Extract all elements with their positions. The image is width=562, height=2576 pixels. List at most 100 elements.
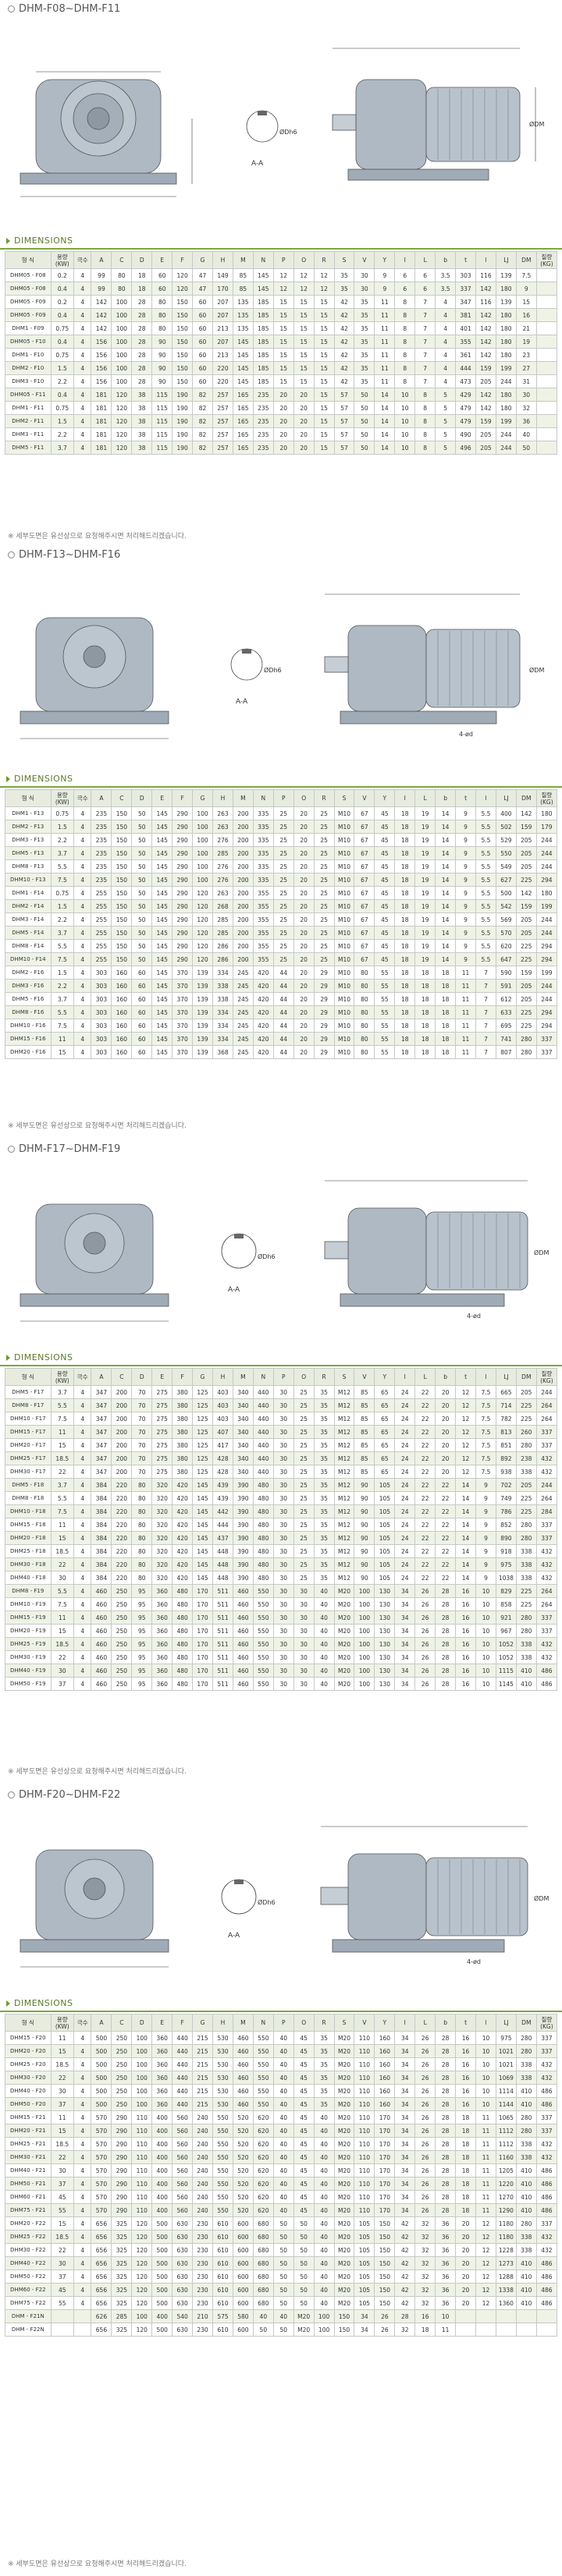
- value-cell: 5.5: [475, 806, 496, 820]
- value-cell: 205: [475, 374, 496, 388]
- value-cell: 225: [515, 873, 537, 887]
- value-cell: 440: [252, 1438, 274, 1452]
- value-cell: 320: [151, 1544, 173, 1558]
- value-cell: 15: [272, 335, 294, 349]
- value-cell: [73, 2323, 92, 2337]
- dm-label: ØDM: [534, 1894, 549, 1902]
- value-cell: 100: [354, 1584, 375, 1598]
- value-cell: 680: [252, 2256, 274, 2270]
- value-cell: M20: [333, 1610, 355, 1625]
- column-header: DM: [515, 2014, 537, 2032]
- value-cell: 105: [354, 2270, 375, 2284]
- value-cell: 120: [111, 388, 133, 402]
- value-cell: 145: [232, 361, 254, 375]
- dm-label: ØDM: [529, 666, 544, 674]
- value-cell: 50: [272, 2230, 294, 2244]
- dh6-label: ØDh6: [264, 666, 282, 674]
- value-cell: 1145: [495, 1677, 517, 1691]
- value-cell: 500: [91, 2044, 112, 2058]
- value-cell: 142: [475, 348, 496, 362]
- value-cell: 14: [435, 886, 457, 900]
- value-cell: 460: [232, 2071, 254, 2085]
- model-cell: DHM3 - F11: [5, 427, 52, 441]
- value-cell: 257: [212, 388, 233, 402]
- value-cell: 120: [192, 912, 214, 927]
- value-cell: 80: [354, 1045, 375, 1059]
- value-cell: 60: [192, 321, 214, 335]
- value-cell: 110: [131, 2137, 153, 2151]
- value-cell: 20: [272, 427, 294, 441]
- value-cell: [515, 2323, 537, 2337]
- value-cell: 67: [354, 926, 375, 940]
- value-cell: 42: [333, 374, 355, 388]
- value-cell: 85: [354, 1451, 375, 1465]
- value-cell: 44: [272, 1045, 294, 1059]
- value-cell: 170: [192, 1624, 214, 1638]
- value-cell: 600: [232, 2283, 254, 2297]
- value-cell: 185: [252, 374, 274, 388]
- value-cell: 205: [515, 833, 537, 847]
- column-header: H: [212, 251, 233, 269]
- value-cell: 480: [172, 1677, 194, 1691]
- value-cell: 11: [374, 308, 396, 322]
- value-cell: 4: [73, 2110, 92, 2124]
- value-cell: 500: [495, 886, 517, 900]
- value-cell: 560: [172, 2203, 194, 2217]
- value-cell: 15: [313, 295, 335, 309]
- value-cell: 18: [414, 992, 436, 1006]
- value-cell: 100: [111, 348, 133, 362]
- value-cell: 400: [151, 2177, 173, 2191]
- value-cell: 29: [313, 1032, 335, 1046]
- value-cell: 550: [212, 2137, 233, 2151]
- value-cell: 18: [455, 2203, 476, 2217]
- value-cell: 100: [111, 308, 133, 322]
- value-cell: 26: [414, 2071, 436, 2085]
- value-cell: 34: [394, 1664, 416, 1678]
- value-cell: 6: [394, 268, 416, 282]
- model-cell: DHM8 - F13: [5, 859, 52, 873]
- value-cell: 120: [172, 268, 194, 282]
- value-cell: 145: [192, 1518, 214, 1532]
- value-cell: 12: [475, 2230, 496, 2244]
- value-cell: 9: [455, 912, 476, 927]
- value-cell: 45: [374, 873, 396, 887]
- value-cell: 45: [374, 833, 396, 847]
- value-cell: 550: [252, 2031, 274, 2045]
- column-header: V: [354, 2014, 375, 2032]
- value-cell: 19: [414, 886, 436, 900]
- value-cell: 550: [252, 1677, 274, 1691]
- value-cell: 384: [91, 1531, 112, 1545]
- value-cell: 80: [354, 1032, 375, 1046]
- value-cell: 656: [91, 2256, 112, 2270]
- value-cell: 0.4: [50, 282, 74, 296]
- value-cell: [535, 374, 558, 388]
- value-cell: 45: [293, 2110, 315, 2124]
- value-cell: 150: [172, 374, 194, 388]
- value-cell: 150: [172, 361, 194, 375]
- value-cell: 4: [435, 295, 457, 309]
- value-cell: 892: [495, 1451, 517, 1465]
- value-cell: 90: [354, 1491, 375, 1505]
- dimensions-heading: DIMENSIONS: [6, 1352, 73, 1362]
- value-cell: 500: [91, 2031, 112, 2045]
- value-cell: 30: [354, 282, 375, 296]
- value-cell: 630: [172, 2323, 194, 2337]
- value-cell: 145: [192, 1557, 214, 1571]
- value-cell: 30: [272, 1637, 294, 1651]
- value-cell: 142: [475, 401, 496, 415]
- value-cell: 85: [354, 1438, 375, 1452]
- value-cell: 15: [313, 348, 335, 362]
- value-cell: 60: [131, 1019, 153, 1033]
- value-cell: 50: [272, 2256, 294, 2270]
- value-cell: 80: [354, 979, 375, 993]
- value-cell: 28: [435, 2110, 457, 2124]
- value-cell: 511: [212, 1650, 233, 1664]
- value-cell: 7.5: [50, 952, 74, 966]
- value-cell: 14: [455, 1544, 476, 1558]
- value-cell: 235: [252, 427, 274, 441]
- column-header: S: [333, 2014, 355, 2032]
